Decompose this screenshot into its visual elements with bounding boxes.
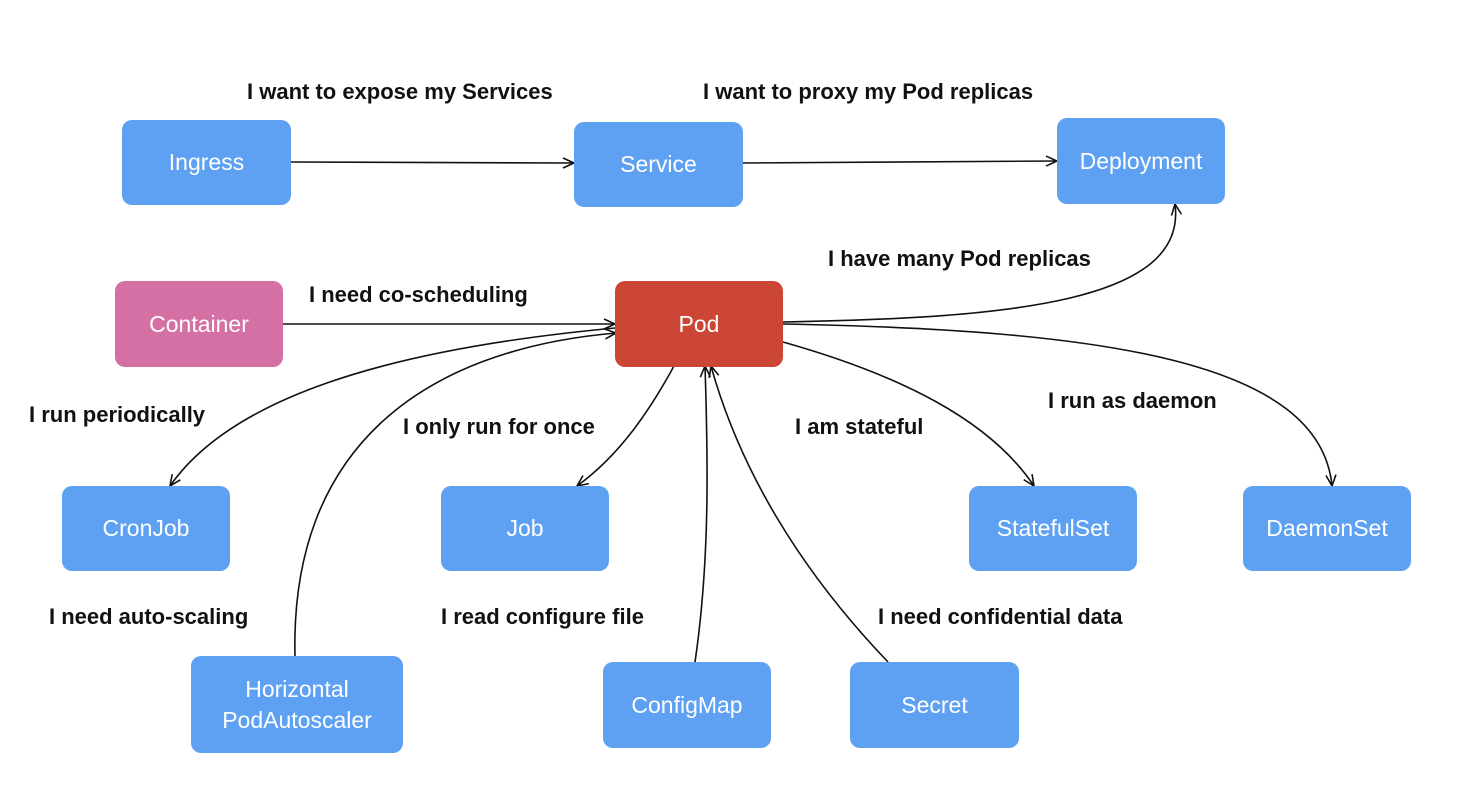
edge-secret-to-pod	[708, 364, 889, 663]
ingress-node[interactable]: Ingress	[122, 120, 291, 205]
job-node[interactable]: Job	[441, 486, 609, 571]
edge-pod-to-job	[575, 365, 675, 488]
edge-pod-to-cronjob	[168, 327, 616, 488]
edge-pod-to-daemonset	[782, 323, 1337, 488]
label-co-scheduling: I need co-scheduling	[309, 282, 528, 307]
label-run-daemon: I run as daemon	[1048, 388, 1217, 413]
label-expose-services: I want to expose my Services	[247, 79, 553, 104]
hpa-node[interactable]: Horizontal PodAutoscaler	[191, 656, 403, 753]
label-proxy-replicas: I want to proxy my Pod replicas	[703, 79, 1034, 104]
edge-configmap-to-pod	[694, 364, 712, 663]
edge-service-to-deployment	[742, 155, 1059, 167]
edge-ingress-to-service	[290, 157, 576, 169]
cronjob-node[interactable]: CronJob	[62, 486, 230, 571]
label-run-periodically: I run periodically	[29, 402, 206, 427]
statefulset-node[interactable]: StatefulSet	[969, 486, 1137, 571]
service-node[interactable]: Service	[574, 122, 743, 207]
edge-pod-to-deployment	[782, 202, 1183, 323]
edge-pod-to-statefulset	[782, 341, 1036, 488]
configmap-node[interactable]: ConfigMap	[603, 662, 771, 748]
label-read-config: I read configure file	[441, 604, 644, 629]
label-auto-scaling: I need auto-scaling	[49, 604, 249, 629]
edge-hpa-to-pod	[294, 328, 618, 657]
label-run-once: I only run for once	[403, 414, 595, 439]
secret-node[interactable]: Secret	[850, 662, 1019, 748]
label-confidential: I need confidential data	[878, 604, 1123, 629]
deployment-node[interactable]: Deployment	[1057, 118, 1225, 204]
label-many-replicas: I have many Pod replicas	[828, 246, 1091, 271]
container-node[interactable]: Container	[115, 281, 283, 367]
label-stateful: I am stateful	[795, 414, 924, 439]
pod-node[interactable]: Pod	[615, 281, 783, 367]
daemonset-node[interactable]: DaemonSet	[1243, 486, 1411, 571]
